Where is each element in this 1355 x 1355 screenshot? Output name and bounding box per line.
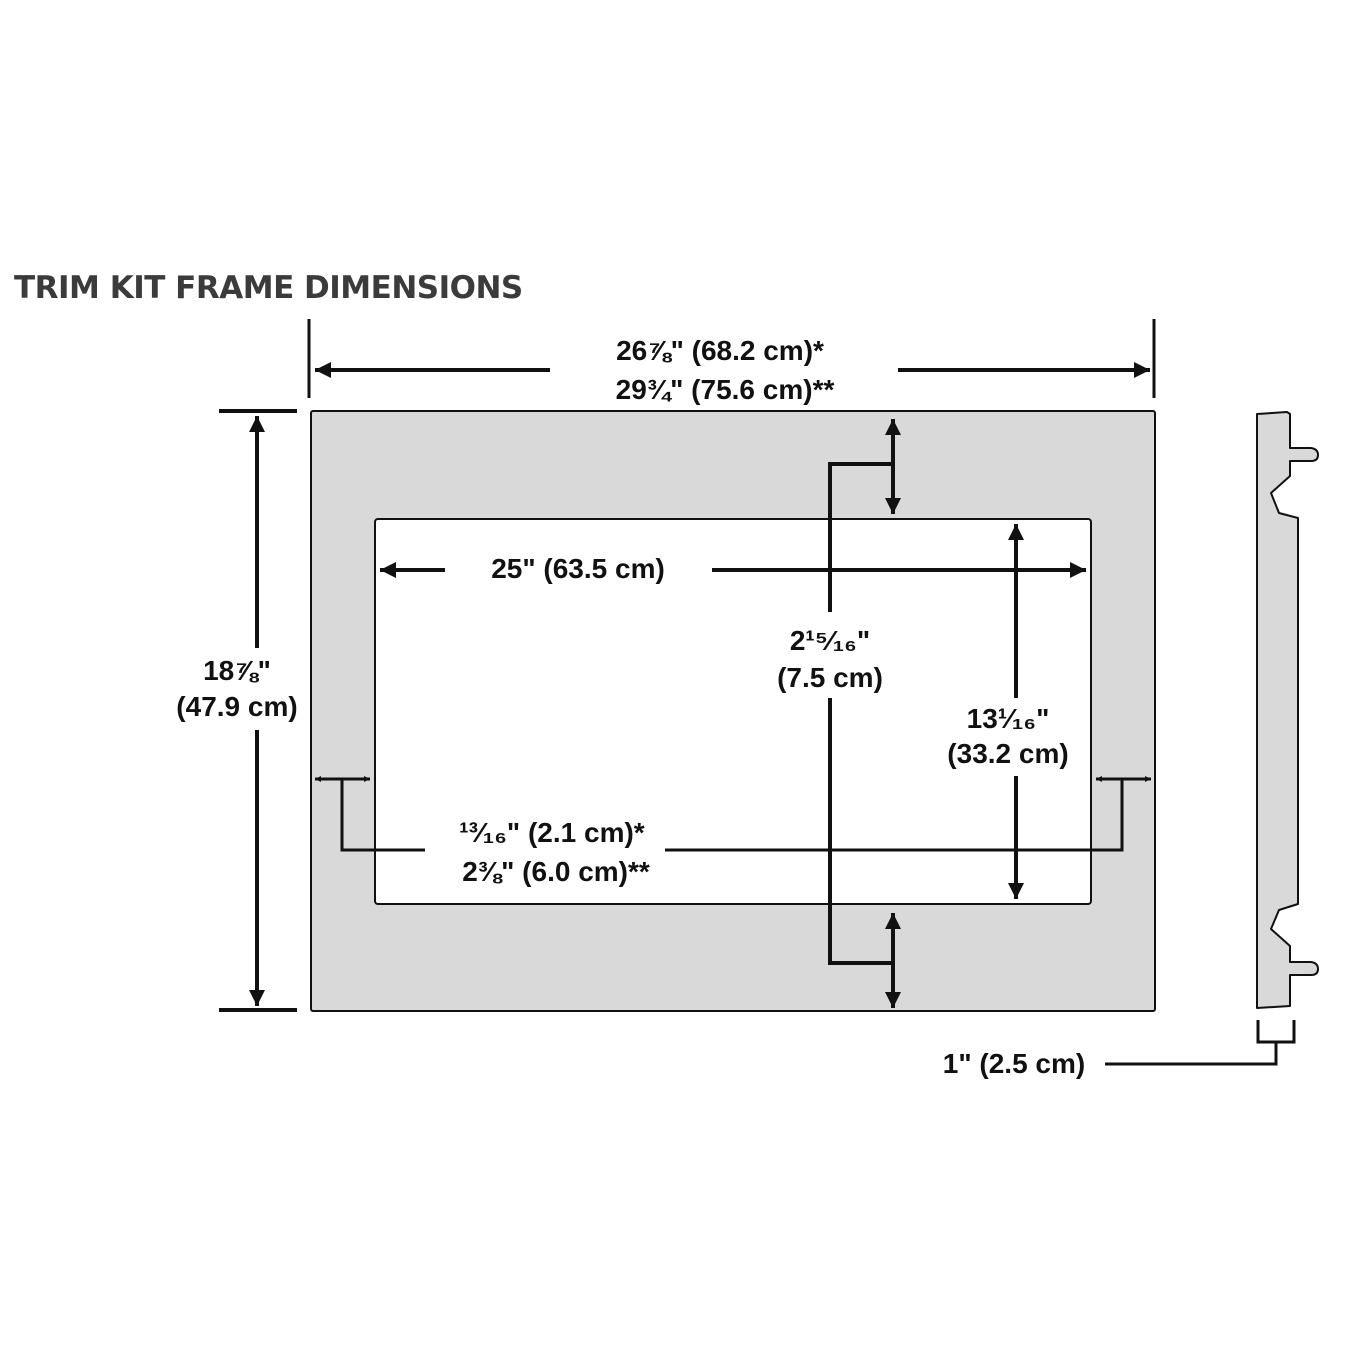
- frame-side-profile: [1256, 411, 1319, 1009]
- overall-width-label-1: 26⅞" (68.2 cm)*: [616, 335, 824, 366]
- depth-dimension: [1105, 1020, 1296, 1066]
- frame-opening: [374, 518, 1092, 905]
- side-border-label-2: 2⅜" (6.0 cm)**: [462, 856, 650, 887]
- opening-height-label-1: 13¹⁄₁₆": [967, 703, 1050, 734]
- top-border-label-2: (7.5 cm): [777, 662, 883, 693]
- overall-height-label-2: (47.9 cm): [176, 691, 297, 722]
- overall-width-label-2: 29¾" (75.6 cm)**: [616, 374, 835, 405]
- side-border-label-1: ¹³⁄₁₆" (2.1 cm)*: [459, 817, 644, 848]
- overall-width-dimension: [307, 319, 1156, 398]
- depth-label: 1" (2.5 cm): [943, 1048, 1085, 1079]
- opening-height-label-2: (33.2 cm): [947, 738, 1068, 769]
- opening-width-label: 25" (63.5 cm): [491, 553, 665, 584]
- overall-height-label-1: 18⅞": [203, 655, 271, 686]
- top-border-dimension: [828, 419, 901, 1008]
- top-border-label-1: 2¹⁵⁄₁₆": [790, 625, 870, 656]
- diagram-title: TRIM KIT FRAME DIMENSIONS: [14, 270, 523, 306]
- side-border-dimension: [315, 776, 1151, 852]
- overall-height-dimension: [219, 409, 297, 1012]
